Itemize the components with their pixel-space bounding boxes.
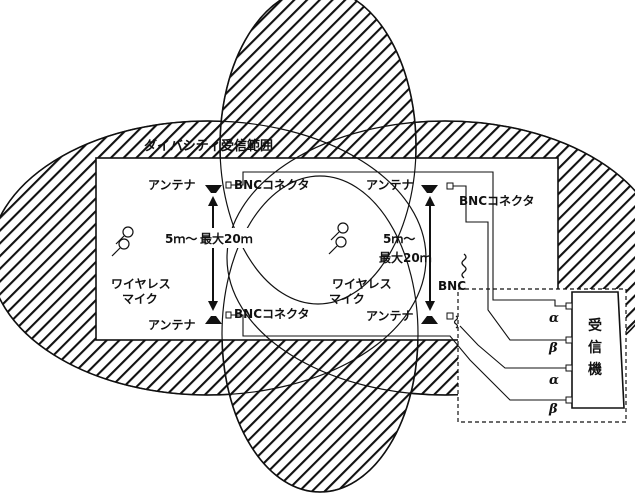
- mic-label: マイク: [122, 292, 158, 306]
- right-antenna-pair: アンテナ BNCコネクタ アンテナ BNC 5ｍ～ 最大20ｍ ワイヤレス マイ…: [328, 178, 535, 329]
- port-icon: [565, 396, 573, 404]
- bnc-connector-label: BNCコネクタ: [234, 178, 310, 192]
- coiled-cable-icon: [453, 315, 459, 329]
- bnc-connector-label: BNCコネクタ: [234, 307, 310, 321]
- arrow-head-down-icon: [425, 301, 435, 311]
- connector-icon: [225, 311, 232, 319]
- diagram-title: ダイバシティ受信範囲: [144, 138, 273, 154]
- antenna-icon: [205, 316, 222, 324]
- distance-label: 最大20ｍ: [379, 250, 432, 265]
- mic-label: ワイヤレス: [332, 277, 392, 291]
- antenna-icon: [421, 185, 438, 193]
- mic-label: マイク: [329, 292, 365, 306]
- arrow-head-up-icon: [208, 196, 218, 206]
- connector-icon: [225, 181, 232, 189]
- left-antenna-pair: アンテナ BNCコネクタ アンテナ BNCコネクタ 5ｍ～ 最大20ｍ ワイヤレ…: [111, 178, 310, 332]
- distance-label: 5ｍ～: [165, 232, 197, 246]
- antenna-icon: [205, 185, 222, 193]
- microphone-icon: [111, 226, 134, 257]
- antenna-label: アンテナ: [148, 178, 196, 192]
- receiver-label: 信: [588, 339, 602, 356]
- bnc-label: BNC: [438, 279, 466, 293]
- distance-label: 最大20ｍ: [200, 231, 253, 246]
- antenna-label: アンテナ: [148, 318, 196, 332]
- connector-icon: [446, 182, 454, 190]
- arrow-head-down-icon: [208, 301, 218, 311]
- antenna-icon: [421, 316, 438, 324]
- receiver-label: 機: [588, 361, 602, 378]
- distance-label: 5ｍ～: [383, 232, 415, 246]
- receiver-label: 受: [588, 317, 602, 334]
- port-icon: [565, 336, 573, 344]
- coiled-cable-icon: [461, 253, 467, 279]
- antenna-label: アンテナ: [366, 178, 414, 192]
- antenna-label: アンテナ: [366, 309, 414, 323]
- alpha-label: α: [549, 373, 559, 388]
- beta-label: β: [548, 402, 558, 417]
- port-icon: [565, 302, 573, 310]
- receiver: 受 信 機 α β α β: [548, 291, 625, 417]
- connector-icon: [446, 312, 454, 320]
- bnc-connector-label: BNCコネクタ: [459, 194, 535, 208]
- beta-label: β: [548, 341, 558, 356]
- alpha-label: α: [549, 311, 559, 326]
- mic-label: ワイヤレス: [111, 277, 171, 291]
- port-icon: [565, 364, 573, 372]
- arrow-head-up-icon: [425, 196, 435, 206]
- cables: [231, 171, 567, 401]
- microphone-icon: [328, 222, 349, 255]
